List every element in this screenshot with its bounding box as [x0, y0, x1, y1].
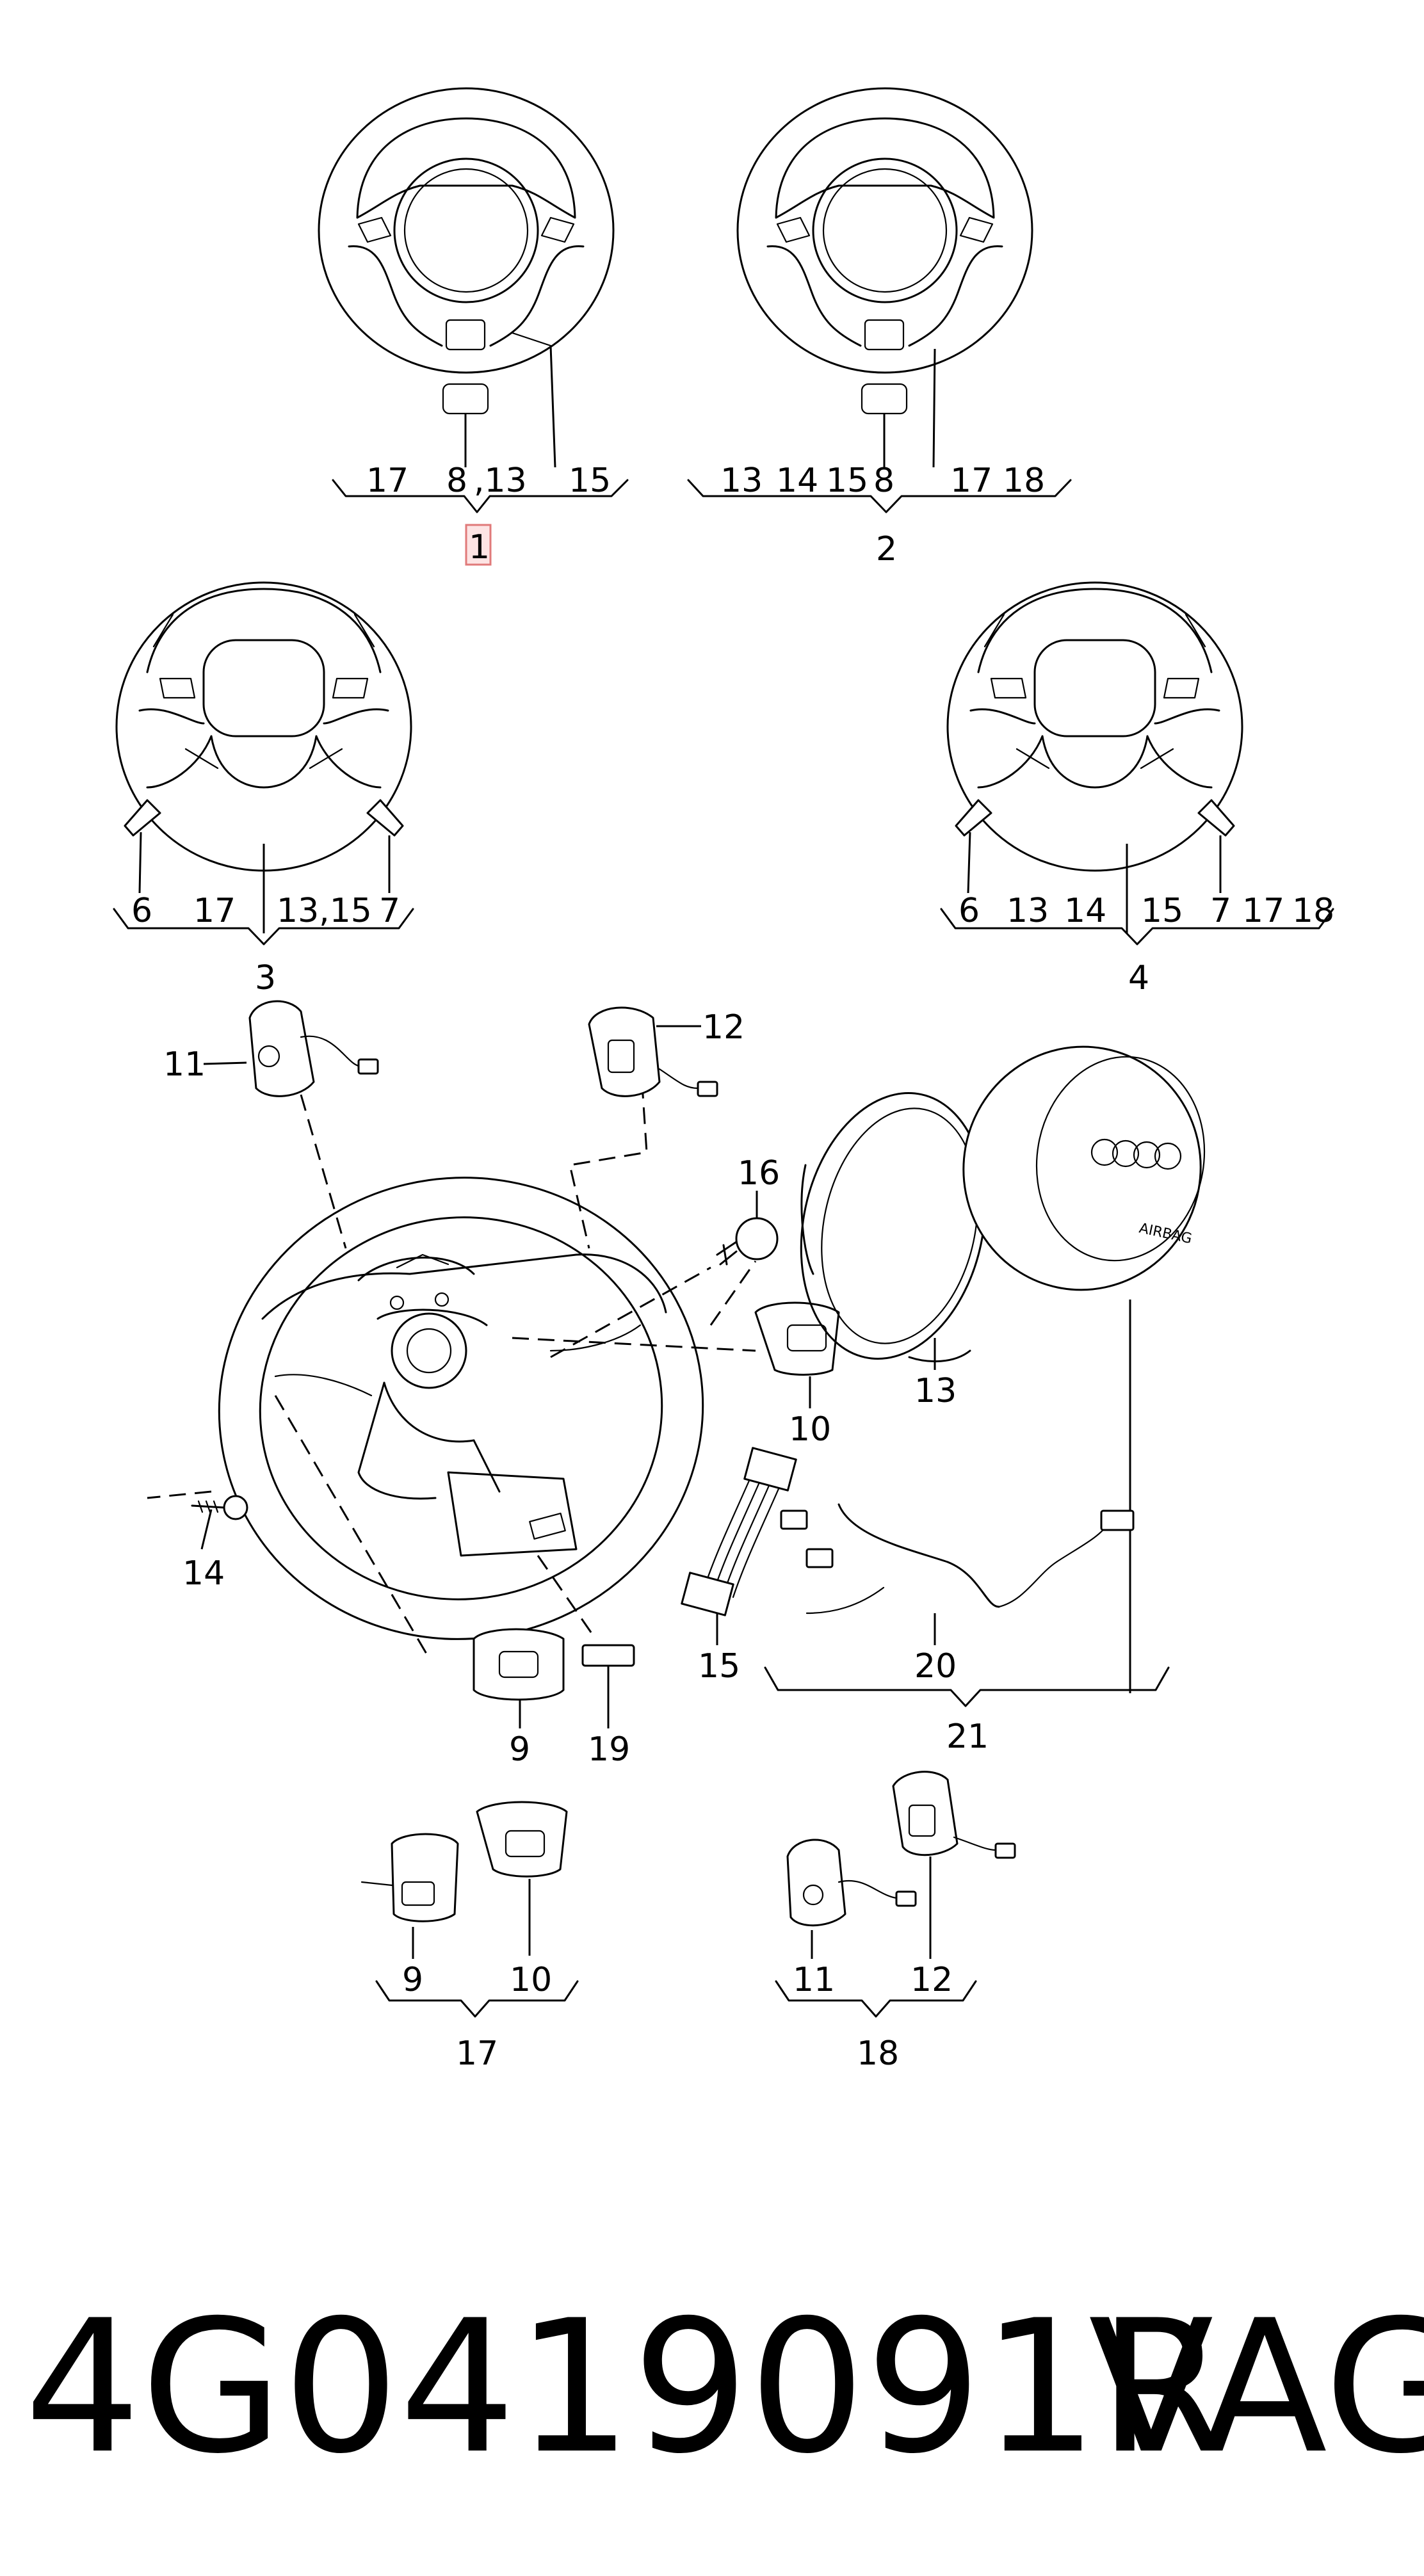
label-kit-9: 9 — [402, 1961, 423, 1999]
part-14-screw — [191, 1495, 248, 1550]
label-g1-8: 8 — [446, 462, 467, 500]
part-19-switch — [581, 1644, 635, 1728]
label-part-20: 20 — [914, 1647, 957, 1686]
label-g2-13: 13 — [720, 462, 763, 500]
part-10-button-module — [754, 1301, 840, 1408]
label-part-19: 19 — [588, 1730, 630, 1769]
label-part-21: 21 — [946, 1718, 989, 1756]
part-21-airbag: AIRBAG — [962, 1045, 1206, 1693]
brand-name: VAG — [1088, 2282, 1424, 2494]
part-9-button-module — [473, 1628, 565, 1728]
label-part-15: 15 — [698, 1647, 740, 1686]
label-group-1: 1 — [469, 528, 490, 567]
label-g1-15: 15 — [569, 462, 611, 500]
label-part-9: 9 — [509, 1730, 530, 1769]
group-brackets — [113, 479, 1334, 2018]
label-g2-17: 17 — [950, 462, 992, 500]
label-g4-15: 15 — [1141, 892, 1183, 930]
label-g4-14: 14 — [1064, 892, 1106, 930]
part-13-clock-ring — [800, 1092, 987, 1370]
wheel-variant-4 — [946, 581, 1243, 933]
label-kit-12: 12 — [910, 1961, 953, 1999]
label-g2-14: 14 — [776, 462, 818, 500]
label-part-16: 16 — [738, 1154, 780, 1193]
callout-labels: 17 8 ,13 15 1 13 14 15 8 17 18 2 6 17 13… — [131, 462, 1334, 2073]
label-group-2: 2 — [876, 530, 897, 568]
part-number: 4G0419091R — [24, 2282, 1226, 2494]
label-kit-18: 18 — [857, 2034, 899, 2073]
label-part-10: 10 — [789, 1410, 831, 1449]
wheel-variant-3 — [115, 581, 412, 933]
label-g1-13: ,13 — [474, 462, 527, 500]
main-steering-wheel — [218, 1177, 704, 1640]
part-16-bolt — [716, 1191, 779, 1266]
label-g3-13-15: 13,15 — [277, 892, 372, 930]
label-g3-17: 17 — [193, 892, 236, 930]
label-g4-13: 13 — [1007, 892, 1049, 930]
label-group-4: 4 — [1128, 959, 1149, 997]
label-g4-18: 18 — [1292, 892, 1334, 930]
part-15-ribbon-harness — [681, 1447, 797, 1645]
label-g2-8: 8 — [873, 462, 894, 500]
kit-17-modules — [360, 1801, 568, 1959]
label-g4-7: 7 — [1210, 892, 1231, 930]
label-part-12: 12 — [702, 1008, 745, 1047]
label-g4-6: 6 — [959, 892, 980, 930]
part-11-button-module — [203, 1000, 379, 1097]
wheel-variant-1 — [318, 87, 615, 468]
label-kit-17: 17 — [456, 2034, 498, 2073]
part-12-button-module — [588, 1006, 718, 1097]
label-g2-15: 15 — [826, 462, 868, 500]
label-part-13: 13 — [914, 1372, 957, 1410]
label-g3-6: 6 — [131, 892, 152, 930]
part-20-wire-harness — [780, 1503, 1135, 1645]
label-kit-11: 11 — [793, 1961, 835, 1999]
group-1-highlight — [465, 524, 492, 566]
wheel-variant-2 — [736, 87, 1033, 468]
label-g1-17: 17 — [366, 462, 409, 500]
label-group-3: 3 — [255, 959, 276, 997]
label-part-11: 11 — [163, 1045, 206, 1084]
label-g3-7: 7 — [379, 892, 400, 930]
label-g4-17: 17 — [1242, 892, 1284, 930]
label-part-14: 14 — [182, 1554, 225, 1593]
assembly-dashed-lines — [147, 1056, 757, 1659]
label-kit-10: 10 — [510, 1961, 552, 1999]
label-g2-18: 18 — [1003, 462, 1045, 500]
kit-18-modules — [786, 1771, 1016, 1959]
